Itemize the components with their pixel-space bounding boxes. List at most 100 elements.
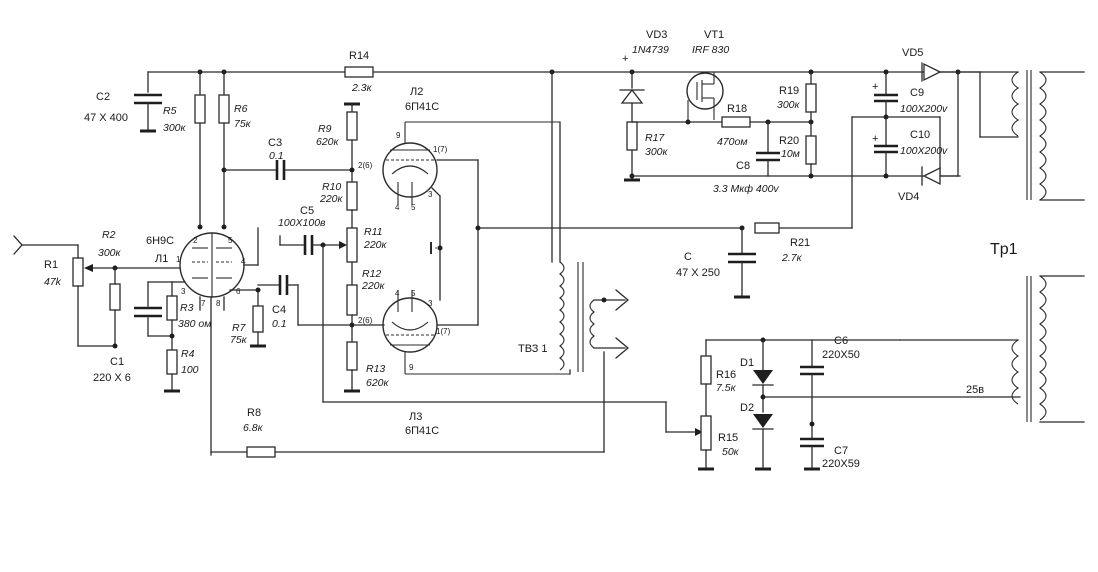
vd4-ref: VD4: [898, 191, 919, 203]
r18-ref: R18: [727, 103, 747, 115]
l1-pin5: 5: [228, 236, 233, 245]
l2-pin26: 2(6): [358, 161, 373, 170]
r12-ref: R12: [362, 268, 381, 280]
resistor-r2: R2 300к: [92, 229, 181, 269]
l3-value: 6П41С: [405, 425, 439, 437]
resistor-r12: R12 220к: [346, 268, 386, 343]
r17-value: 300к: [645, 146, 669, 158]
capacitor-c10: + C10 100X200v: [872, 129, 948, 177]
l1-pin4: 4: [241, 257, 246, 266]
resistor-r7: R7 75к: [230, 305, 266, 348]
r15-value: 50к: [722, 446, 740, 458]
r21-ref: R21: [790, 237, 810, 249]
r17-ref: R17: [645, 132, 665, 144]
c8-value: 3.3 Мкф 400v: [713, 183, 779, 195]
c3-ref: C3: [268, 137, 282, 149]
r15-ref: R15: [718, 432, 738, 444]
r4-value: 100: [181, 364, 199, 376]
r6-value: 75к: [234, 118, 252, 130]
c9-value: 100X200v: [900, 103, 948, 115]
resistor-r3: R3 380 ом: [166, 281, 211, 351]
r3-value: 380 ом: [178, 318, 211, 330]
capacitor-c1: C1 220 X 6: [93, 356, 131, 384]
c9-ref: C9: [910, 87, 924, 99]
r11-ref: R11: [364, 226, 382, 238]
tube-l1: 2 5 1 4 3 6 7 8 6Н9С Л1: [146, 232, 246, 308]
r12-value: 220к: [361, 280, 386, 292]
l2-pin9: 9: [396, 131, 401, 140]
c9-plus: +: [872, 81, 878, 93]
r21-value: 2.7к: [781, 252, 803, 264]
l2-ref: Л2: [410, 86, 423, 98]
r10-value: 220к: [319, 193, 344, 205]
l3-pin3: 3: [428, 299, 433, 308]
capacitor-c7: C7 220X59: [800, 437, 860, 471]
l1-pin8: 8: [216, 299, 221, 308]
diode-d2: D2: [740, 402, 774, 471]
output-transformer-tv3: ТВЗ 1: [518, 71, 630, 375]
potentiometer-r11: R11 220к: [346, 226, 388, 286]
resistor-r16: R16 7.5к: [700, 339, 737, 417]
c6-ref: C6: [834, 335, 848, 347]
capacitor-cathode: [134, 281, 173, 337]
l3-pin5: 5: [411, 289, 416, 298]
c7-value: 220X59: [822, 458, 860, 470]
l1-pin6: 6: [236, 287, 241, 296]
mosfet-vt1: VT1 IRF 830: [686, 29, 729, 120]
r8-ref: R8: [247, 407, 261, 419]
c8-ref: C8: [736, 160, 750, 172]
c5-value: 100X100в: [278, 217, 326, 229]
r13-value: 620к: [366, 377, 390, 389]
c11-value: 47 X 250: [676, 267, 720, 279]
tube-l2: 9 1(7) 2(6) 4 5 3 Л2 6П41С: [358, 86, 560, 212]
l2-pin3: 3: [428, 190, 433, 199]
hv-rail: [147, 69, 961, 93]
l2-pin17: 1(7): [433, 145, 448, 154]
vt1-value: IRF 830: [692, 44, 729, 56]
r7-value: 75к: [230, 334, 248, 346]
r10-ref: R10: [322, 181, 341, 193]
l3-pin4: 4: [395, 289, 400, 298]
resistor-r5: R5 300к: [163, 71, 206, 228]
r2-value: 300к: [98, 247, 122, 259]
c10-ref: C10: [910, 129, 930, 141]
vd5-ref: VD5: [902, 47, 923, 59]
r20-value: 10м: [781, 148, 800, 160]
resistor-r9: R9 620к: [316, 102, 360, 183]
vt1-ref: VT1: [704, 29, 724, 41]
l1-pin7: 7: [201, 299, 206, 308]
potentiometer-r15: R15 50к: [698, 415, 740, 471]
l1-pin3: 3: [181, 287, 186, 296]
capacitor-c5: C5 100X100в: [278, 205, 347, 255]
potentiometer-r1: R1 47k: [44, 244, 93, 347]
tube-l3: 4 5 3 2(6) 1(7) 9 Л3 6П41С: [358, 289, 570, 437]
r19-value: 300к: [777, 99, 801, 111]
resistor-r14: R14 2.3к: [344, 50, 374, 94]
r3-ref: R3: [180, 302, 194, 314]
c11-ref: C: [684, 251, 692, 263]
l2-value: 6П41С: [405, 101, 439, 113]
vd3-ref: VD3: [646, 29, 667, 41]
diode-vd4: VD4: [898, 166, 941, 203]
diode-vd5: VD5: [902, 47, 942, 82]
c10-value: 100X200v: [900, 145, 948, 157]
c3-value: 0.1: [269, 150, 284, 162]
l2-pin5: 5: [411, 203, 416, 212]
r20-ref: R20: [779, 135, 799, 147]
r5-ref: R5: [163, 105, 177, 117]
resistor-r13: R13 620к: [344, 341, 390, 393]
l3-ref: Л3: [409, 411, 422, 423]
capacitor-c11: C 47 X 250: [676, 251, 756, 299]
resistor-r2-body: [109, 267, 121, 347]
r5-value: 300к: [163, 122, 187, 134]
capacitor-c6: C6 220X50: [800, 335, 860, 439]
plus-sign: +: [622, 53, 628, 65]
resistor-r10: R10 220к: [319, 181, 358, 229]
l1-value: 6Н9С: [146, 235, 174, 247]
c1-value: 220 X 6: [93, 372, 131, 384]
c2-ref: C2: [96, 91, 110, 103]
resistor-r17: R17 300к: [624, 121, 669, 182]
resistor-r19: R19 300к: [777, 71, 817, 137]
r9-ref: R9: [318, 123, 332, 135]
